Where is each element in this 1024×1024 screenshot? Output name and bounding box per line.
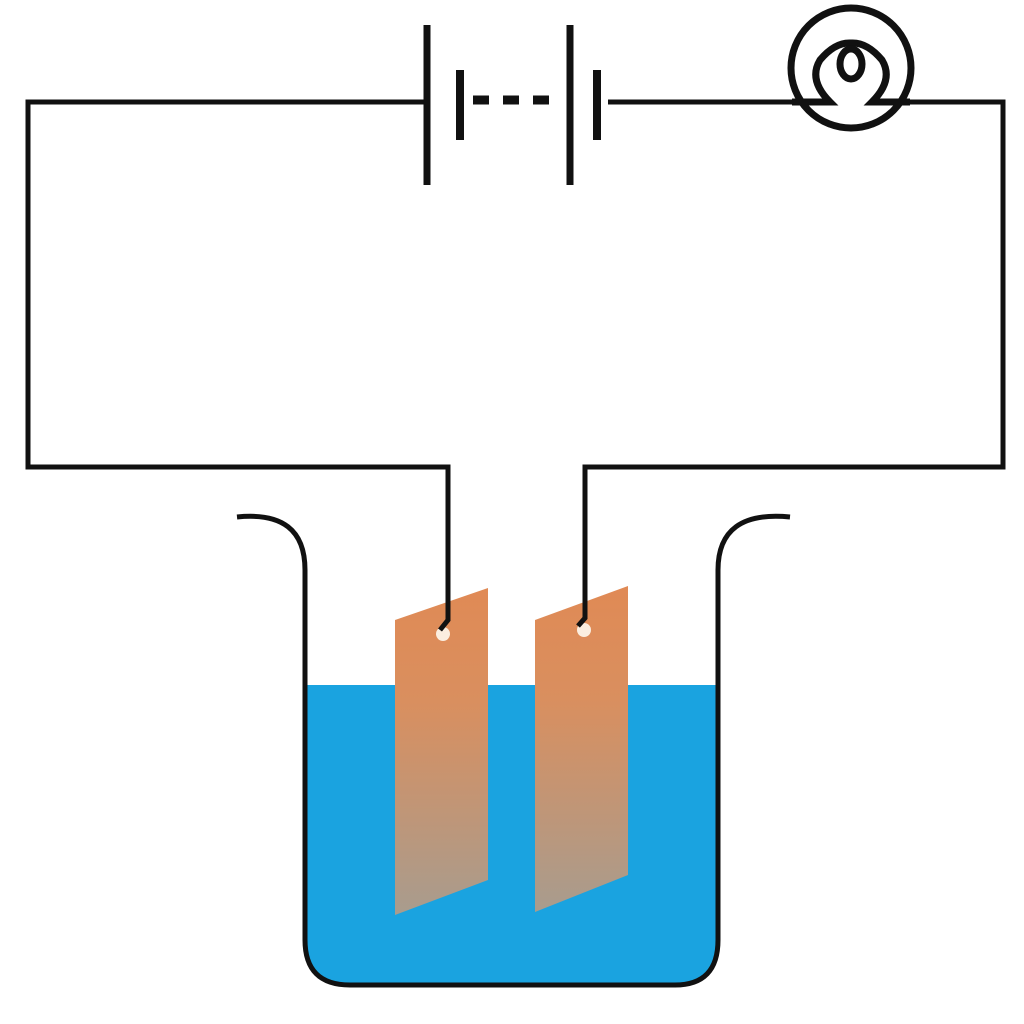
wire-right <box>576 99 1006 628</box>
circuit-wires <box>25 99 1006 632</box>
electrode-right <box>535 586 628 912</box>
beaker <box>236 513 791 988</box>
electrode-left-hole <box>436 627 450 641</box>
wire-left <box>25 99 451 632</box>
battery <box>423 25 601 185</box>
electrode-left <box>395 588 488 915</box>
electrolyte-solution <box>305 685 718 985</box>
bulb-icon <box>787 4 915 132</box>
